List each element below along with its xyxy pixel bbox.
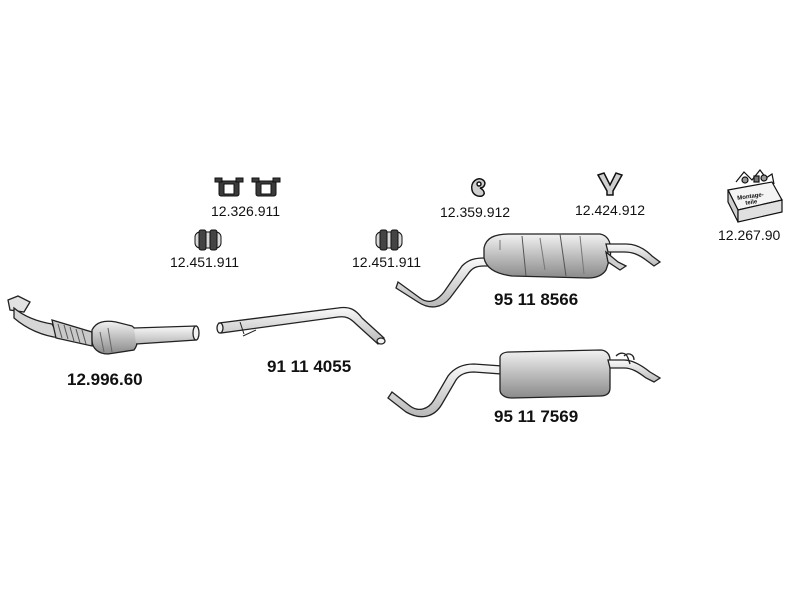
clamp-icon[interactable] <box>214 177 281 197</box>
rear-silencer-icon[interactable] <box>387 349 662 418</box>
mounting-kit-icon[interactable] <box>727 169 783 223</box>
part-number-label: 12.359.912 <box>440 204 511 220</box>
part-number-label: 95 11 7569 <box>494 407 579 426</box>
part-number-label: 95 11 8566 <box>494 290 579 309</box>
rear-silencer-icon[interactable] <box>395 233 662 308</box>
clamp-icon[interactable] <box>194 229 222 251</box>
part-number-label: 12.451.911 <box>352 254 422 270</box>
pipe-icon[interactable] <box>216 306 386 345</box>
part-number-label: 12.326.911 <box>211 203 281 219</box>
catalytic-converter-icon[interactable] <box>7 295 200 355</box>
part-number-label: 12.996.60 <box>67 370 143 389</box>
bracket-icon[interactable] <box>596 172 624 196</box>
part-number-label: 12.267.90 <box>718 227 781 243</box>
part-number-label: 12.424.912 <box>575 202 646 218</box>
part-number-label: 12.451.911 <box>170 254 240 270</box>
clamp-icon[interactable] <box>375 229 403 251</box>
part-number-label: 91 11 4055 <box>267 357 352 376</box>
rubber-mount-icon[interactable] <box>470 178 486 197</box>
